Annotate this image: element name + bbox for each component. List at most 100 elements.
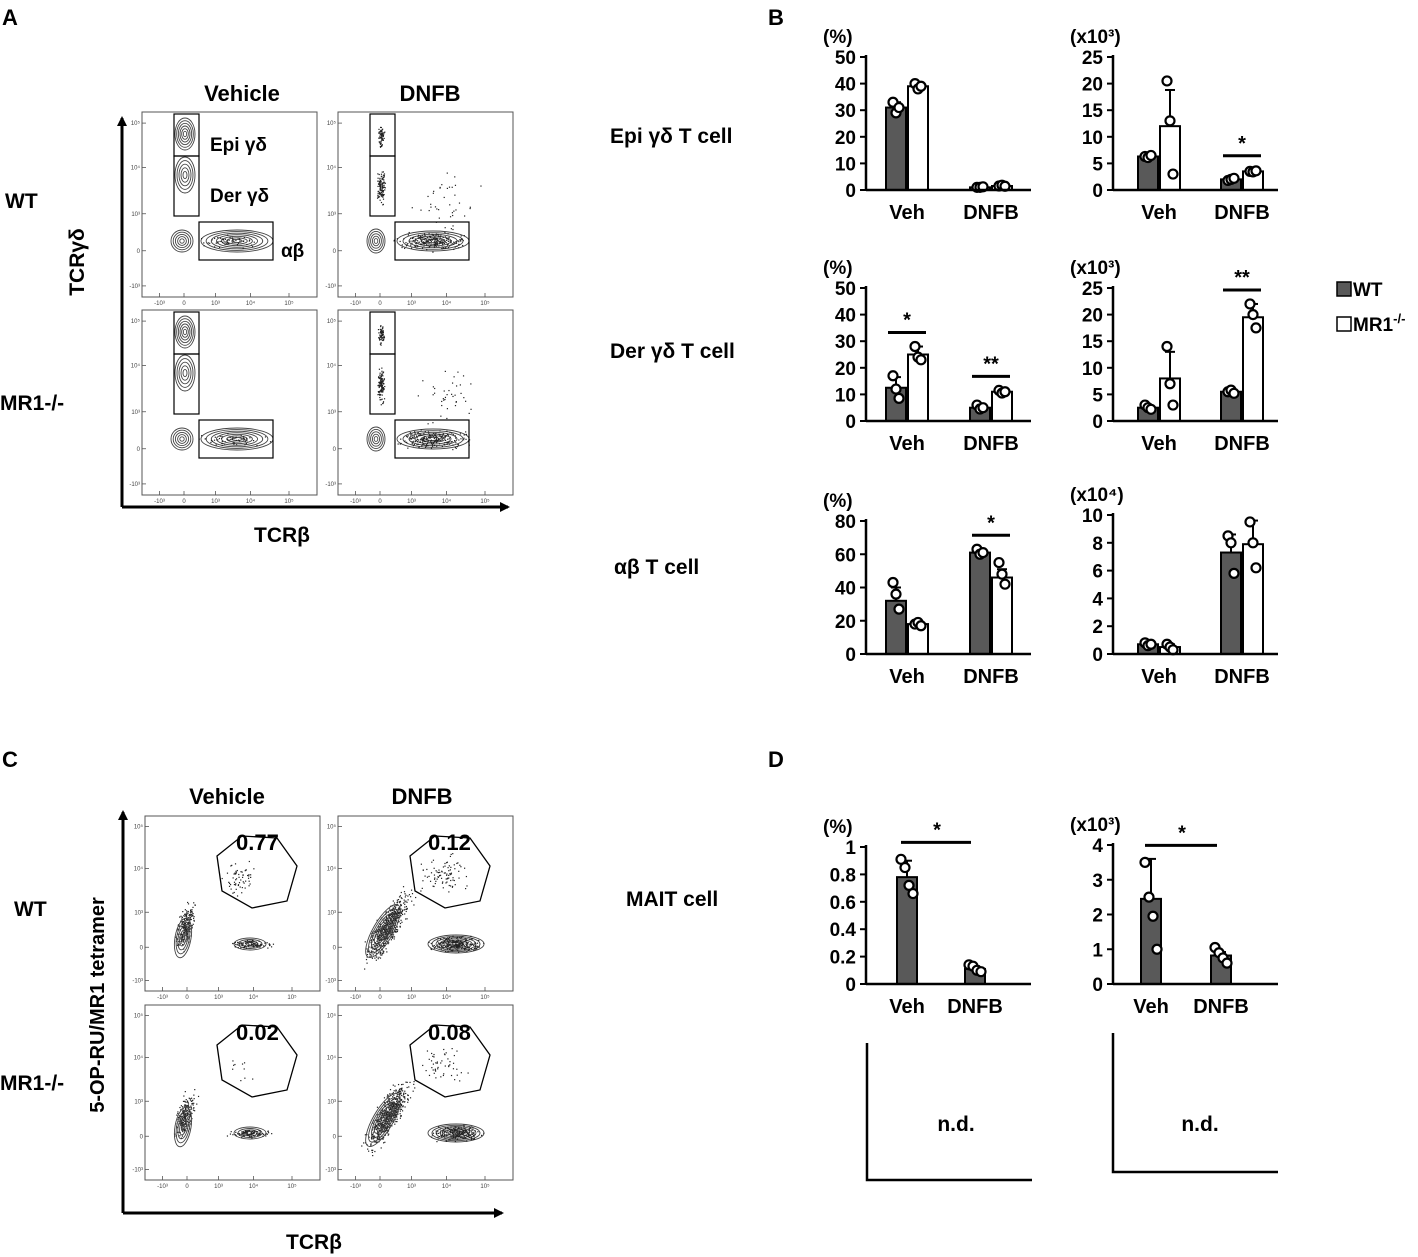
event-dot	[381, 328, 384, 330]
contour-ring	[179, 1118, 187, 1136]
event-dot	[439, 186, 441, 189]
event-dot	[450, 1074, 453, 1077]
contour-ring	[178, 361, 192, 385]
event-dot	[426, 239, 428, 241]
event-dot	[378, 132, 380, 134]
event-dot	[192, 1109, 195, 1111]
data-point	[1244, 298, 1256, 310]
event-dot	[436, 940, 439, 942]
event-dot	[459, 384, 461, 386]
event-dot	[189, 916, 191, 918]
event-dot	[422, 441, 424, 443]
event-dot	[425, 244, 428, 246]
event-dot	[444, 398, 446, 401]
y-tick-label: 0.2	[830, 948, 856, 969]
event-dot	[465, 942, 467, 944]
event-dot	[257, 1134, 259, 1136]
y-tick-label: 15	[1082, 332, 1104, 353]
event-dot	[444, 436, 446, 438]
event-dot	[378, 391, 380, 393]
event-dot	[184, 927, 187, 929]
event-dot	[430, 206, 432, 208]
event-dot	[415, 239, 417, 241]
event-dot	[421, 439, 423, 441]
event-dot	[377, 958, 379, 960]
flow-x-tick-label: -10³	[350, 1184, 361, 1190]
event-dot	[417, 439, 420, 441]
event-dot	[448, 438, 450, 440]
event-dot	[382, 128, 384, 130]
event-dot	[185, 914, 187, 916]
panel-letter-d: D	[768, 747, 784, 772]
event-dot	[458, 202, 461, 204]
category-label: Veh	[889, 666, 925, 688]
event-dot	[379, 957, 382, 959]
event-dot	[398, 1096, 400, 1098]
event-dot	[427, 423, 429, 425]
event-dot	[181, 933, 183, 936]
event-dot	[380, 952, 382, 954]
event-dot	[436, 242, 439, 244]
event-dot	[461, 1131, 464, 1134]
event-dot	[433, 1056, 435, 1058]
event-dot	[242, 943, 244, 945]
event-dot	[452, 853, 454, 855]
event-dot	[411, 240, 413, 242]
event-dot	[431, 239, 434, 241]
flow-x-tick-label: 10³	[211, 301, 220, 307]
event-dot	[392, 900, 394, 902]
event-dot	[405, 1092, 407, 1095]
event-dot	[418, 446, 420, 449]
event-dot	[227, 234, 229, 236]
event-dot	[250, 874, 252, 876]
event-dot	[441, 1134, 444, 1136]
event-dot	[444, 872, 446, 874]
data-point	[890, 588, 902, 600]
event-dot	[382, 934, 385, 936]
event-dot	[247, 1134, 249, 1136]
event-dot	[470, 1138, 472, 1140]
event-dot	[389, 922, 391, 924]
event-dot	[468, 1129, 470, 1131]
event-dot	[381, 339, 383, 341]
event-dot	[449, 436, 451, 438]
event-dot	[454, 405, 457, 407]
event-dot	[265, 1132, 267, 1135]
event-dot	[439, 430, 441, 432]
event-dot	[182, 1113, 185, 1115]
y-tick-label: 0.4	[830, 920, 857, 941]
data-point	[1250, 562, 1262, 574]
event-dot	[244, 1077, 246, 1079]
event-dot	[410, 896, 412, 898]
event-dot	[433, 237, 435, 239]
event-dot	[462, 244, 464, 247]
event-dot	[177, 1118, 179, 1120]
event-dot	[414, 245, 416, 247]
event-dot	[378, 393, 380, 396]
event-dot	[377, 1136, 379, 1138]
event-dot	[372, 954, 374, 956]
event-dot	[439, 187, 441, 189]
contour-ring	[174, 233, 190, 249]
event-dot	[380, 382, 382, 384]
plot-frame	[337, 111, 514, 298]
event-dot	[400, 903, 402, 906]
event-dot	[364, 941, 366, 943]
event-dot	[454, 1137, 456, 1139]
event-dot	[234, 1063, 236, 1066]
event-dot	[385, 933, 387, 935]
event-dot	[397, 1101, 400, 1103]
event-dot	[364, 1134, 366, 1136]
event-dot	[270, 946, 273, 948]
event-dot	[383, 1113, 385, 1115]
event-dot	[440, 415, 442, 417]
flow-y-tick-label: -10³	[132, 1168, 143, 1174]
event-dot	[381, 132, 383, 134]
event-dot	[386, 917, 388, 919]
event-dot	[396, 926, 398, 928]
event-dot	[383, 336, 385, 338]
event-dot	[477, 946, 479, 948]
event-dot	[387, 1095, 389, 1097]
event-dot	[417, 395, 419, 397]
